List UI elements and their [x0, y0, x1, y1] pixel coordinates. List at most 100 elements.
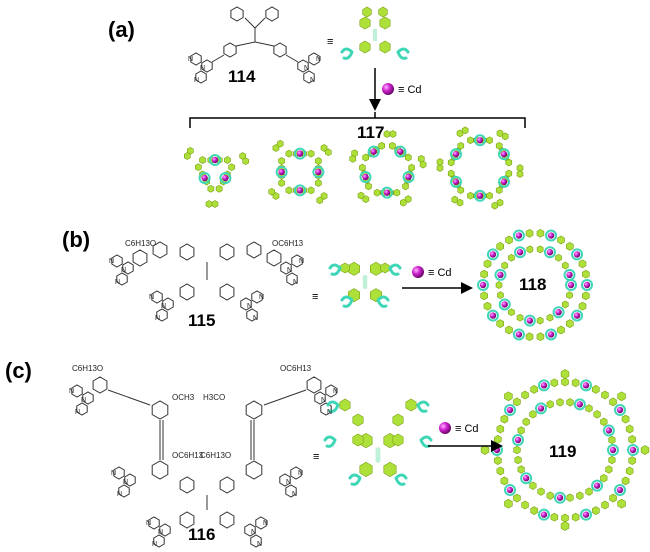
ligand-hexagon — [536, 228, 545, 238]
hexyloxy-label: C6H13O — [200, 451, 231, 460]
cadmium-node — [397, 148, 404, 155]
ligand-hexagon — [556, 398, 564, 407]
cadmium-node — [506, 486, 514, 494]
benzene-ring — [118, 484, 130, 498]
cadmium-node — [515, 331, 523, 338]
terpyridine-linker — [312, 166, 325, 178]
ligand-hexagon — [621, 414, 630, 424]
ligand-hexagon — [378, 6, 388, 18]
hexyloxy-label: OC6H13 — [272, 239, 304, 248]
ligand-hexagon — [447, 158, 455, 167]
hexyloxy-label: OC6H13 — [280, 364, 312, 373]
benzene-ring — [286, 272, 298, 286]
ligand-hexagon — [566, 291, 573, 299]
terpyridine-linker — [581, 279, 593, 291]
benzene-ring — [306, 376, 322, 394]
ligand-hexagon — [278, 157, 285, 165]
benzene-ring — [250, 534, 262, 548]
terpyridine-linker — [486, 309, 499, 322]
ligand-hexagon — [557, 325, 565, 335]
ligand-hexagon — [578, 301, 587, 311]
ligand-hexagon — [536, 316, 544, 325]
ligand-hexagon — [617, 391, 626, 402]
molecule-116-structure — [71, 376, 337, 548]
terpyridine-binding-icon — [340, 47, 354, 60]
nitrogen-label: N — [111, 470, 116, 477]
cadmium-node — [605, 427, 613, 434]
nitrogen-label: N — [146, 520, 151, 527]
nitrogen-label: N — [310, 77, 315, 84]
benzene-ring — [219, 476, 235, 494]
nitrogen-label: N — [287, 267, 292, 274]
ligand-hexagon — [495, 141, 503, 150]
terpyridine-linker — [543, 246, 556, 259]
ligand-hexagon — [571, 378, 580, 388]
ligand-hexagon — [496, 319, 505, 328]
ligand-hexagon — [505, 325, 513, 335]
ligand-hexagon — [561, 513, 569, 523]
benzene-ring — [151, 400, 169, 420]
terpyridine-linker — [512, 328, 525, 341]
terpyridine-linker — [209, 154, 221, 166]
nitrogen-label: N — [299, 258, 304, 265]
ligand-hexagon — [495, 281, 503, 289]
nitrogen-label: N — [298, 470, 303, 477]
cadmium-node — [222, 174, 229, 182]
product-bracket — [189, 112, 526, 128]
ligand-hexagon — [537, 487, 545, 496]
ligand-hexagon — [576, 491, 584, 500]
terpyridine-linker — [474, 189, 486, 202]
ligand-hexagon — [536, 332, 545, 342]
molecule-115-structure — [111, 241, 303, 322]
nitrogen-label: N — [161, 303, 166, 310]
terpyridine-binding-icon — [328, 263, 342, 276]
cadmium-node — [573, 312, 581, 319]
terpyridine-linker — [512, 434, 525, 447]
benzene-ring — [303, 70, 315, 84]
ligand-hexagon — [408, 163, 415, 172]
panel-label-a: (a) — [108, 17, 135, 42]
benzene-ring — [297, 59, 309, 73]
nitrogen-label: N — [152, 541, 157, 548]
nitrogen-label: N — [257, 541, 262, 548]
cadmium-node — [567, 281, 575, 289]
terpyridine-linker — [537, 508, 550, 521]
cadmium-node — [489, 312, 497, 319]
terpyridine-linker — [537, 379, 550, 392]
terpyridine-linker — [359, 171, 372, 183]
benzene-ring — [179, 511, 195, 529]
cadmium-node — [452, 178, 460, 186]
cadmium-node — [547, 232, 555, 239]
benzene-ring — [219, 511, 235, 529]
terpyridine-linker — [512, 229, 525, 242]
terpyridine-linker — [545, 328, 558, 341]
cadmium-node — [493, 446, 501, 454]
ligand-hexagon — [500, 476, 509, 486]
ligand-hexagon — [349, 155, 357, 163]
nitrogen-label: N — [316, 56, 321, 63]
cadmium-node — [506, 406, 514, 414]
bond — [254, 41, 275, 47]
ligand-hexagon — [359, 16, 371, 30]
ligand-hexagon — [228, 163, 235, 172]
ligand-hexagon — [392, 413, 404, 427]
ligand-hexagon — [392, 433, 404, 447]
benzene-ring — [153, 534, 165, 548]
nitrogen-label: N — [123, 479, 128, 486]
cadmium-node — [383, 189, 391, 196]
ligand-hexagon — [389, 130, 397, 138]
terpyridine-linker — [198, 172, 211, 184]
terpyridine-linker — [571, 309, 584, 322]
ligand-hexagon — [561, 261, 569, 270]
cadmium-node — [540, 511, 548, 518]
cadmium-node — [500, 150, 508, 158]
cadmium-node — [609, 446, 617, 454]
ligand-hexagon — [388, 142, 396, 150]
ligand-hexagon — [404, 195, 412, 203]
ligand-hexagon — [514, 455, 522, 465]
nitrogen-label: N — [286, 479, 291, 486]
terpyridine-binding-icon — [396, 47, 410, 60]
benzene-ring — [279, 473, 291, 487]
terpyridine-binding-icon — [376, 295, 390, 308]
ligand-hexagon — [496, 129, 504, 138]
